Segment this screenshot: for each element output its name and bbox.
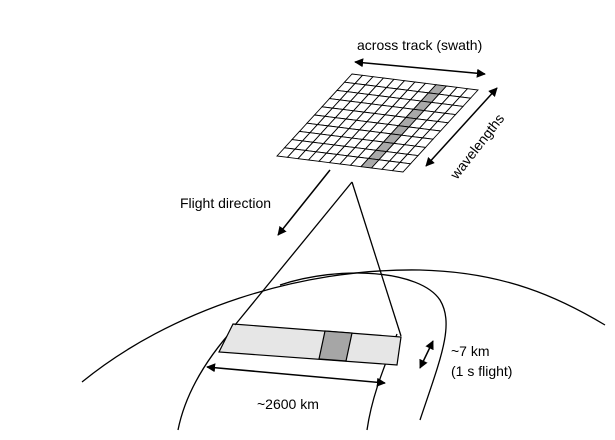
earth-outline [81,269,606,383]
fov-left-line [234,181,353,326]
footprint-strip [218,323,402,366]
footprint-pixel [318,330,353,362]
flight-direction-arrow [277,169,331,236]
swath-width-arrow [206,363,386,387]
detector-cell [391,161,412,173]
ground-track-far-edge [279,272,447,421]
fov-right-line [351,181,402,337]
across-track-label: across track (swath) [357,37,482,53]
flight-direction-label: Flight direction [180,195,271,211]
across-track-arrow [354,58,486,78]
wavelengths-arrow [425,87,498,167]
footprint-length-label: ~7 km [451,343,490,359]
detector-grid [276,73,479,173]
footprint-duration-label: (1 s flight) [451,363,512,379]
wavelengths-label: wavelengths [446,111,507,183]
footprint-length-arrow [419,340,434,369]
swath-width-label: ~2600 km [257,396,319,412]
